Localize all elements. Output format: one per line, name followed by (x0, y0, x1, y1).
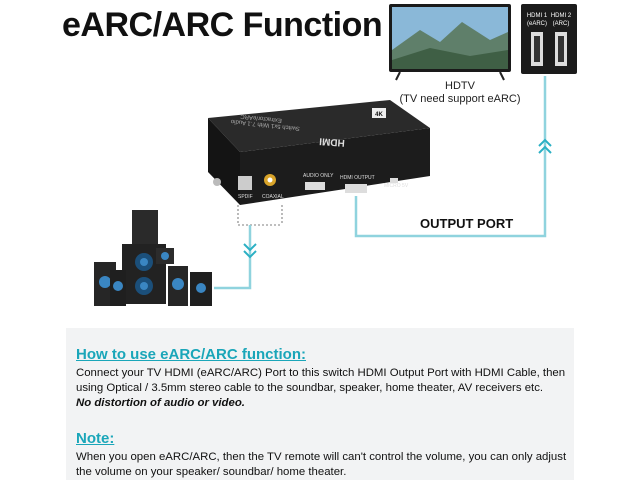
port-guide-lines (237, 205, 283, 226)
signal-arrows-up-icon (538, 138, 552, 154)
page-title: eARC/ARC Function (62, 6, 383, 44)
device-sub: Extractor/eARC (239, 113, 282, 123)
howto-emphasis: No distortion of audio or video. (76, 397, 245, 409)
device-badge: 4K (375, 112, 383, 118)
hdmi-switch-device: HDMI Switch 5x1 With 7.1 Audio Extractor… (208, 100, 430, 205)
note-body: When you open eARC/ARC, then the TV remo… (76, 451, 567, 478)
port2-sub: (ARC) (553, 21, 570, 27)
note-heading: Note: (76, 430, 115, 447)
hdtv-label: HDTV (445, 80, 475, 92)
howto-body: Connect your TV HDMI (eARC/ARC) Port to … (76, 366, 576, 411)
audio-only-label: AUDIO ONLY (303, 173, 334, 179)
coaxial-label: COAXIAL (262, 194, 284, 200)
hdtv-illustration (389, 4, 511, 81)
hdmi-cable (354, 76, 547, 238)
spdif-label: SPDIF (238, 194, 253, 200)
hdtv-note: (TV need support eARC) (399, 93, 521, 105)
micro-label: MICRO 5V (384, 183, 409, 189)
audio-cable (214, 225, 252, 290)
howto-text: Connect your TV HDMI (eARC/ARC) Port to … (76, 367, 566, 394)
tv-hdmi-port-panel: HDMI 1 (eARC) HDMI 2 (ARC) (521, 4, 577, 74)
port2-label: HDMI 2 (551, 13, 572, 19)
hdmi-output-label: HDMI OUTPUT (340, 175, 375, 181)
port1-sub: (eARC) (527, 21, 547, 27)
connection-diagram: HDMI 1 (eARC) HDMI 2 (ARC) HDMI Switch 5… (94, 4, 577, 306)
hdtv-caption: HDTV (TV need support eARC) (380, 80, 540, 106)
howto-heading: How to use eARC/ARC function: (76, 346, 306, 363)
output-port-label: OUTPUT PORT (420, 216, 514, 231)
info-panel (66, 328, 574, 480)
home-theater-speakers (94, 210, 212, 306)
device-brand: HDMI (319, 135, 345, 148)
port1-label: HDMI 1 (527, 13, 548, 19)
signal-arrows-down-icon (243, 243, 257, 259)
